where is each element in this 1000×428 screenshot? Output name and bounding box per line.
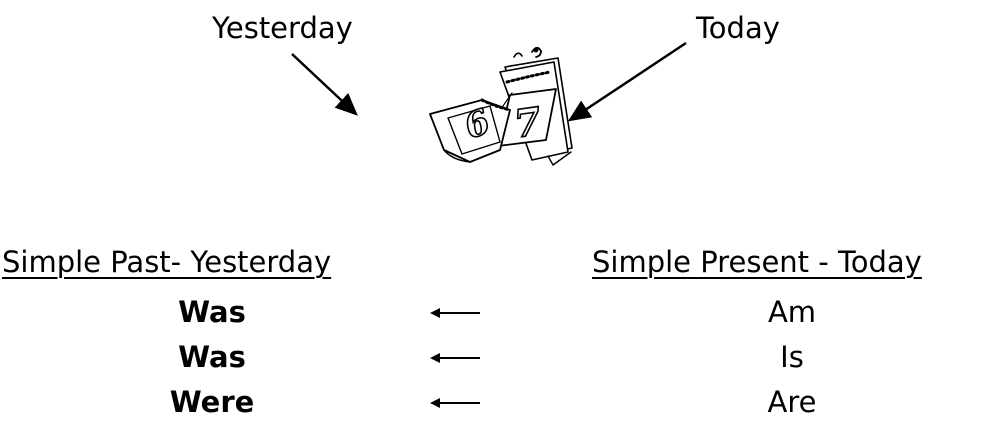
left-arrow-icon	[430, 353, 480, 363]
today-label: Today	[696, 11, 780, 45]
left-arrow-icon	[430, 398, 480, 408]
past-verb-was-2: Was	[178, 340, 246, 374]
yesterday-label: Yesterday	[212, 11, 353, 45]
calendar-page-number-seven: 7	[511, 98, 543, 146]
simple-present-header: Simple Present - Today	[592, 245, 922, 279]
past-verb-were: Were	[169, 385, 255, 419]
left-arrow-icon	[430, 308, 480, 318]
simple-past-header: Simple Past- Yesterday	[2, 245, 332, 279]
past-verb-was-1: Was	[178, 295, 246, 329]
yesterday-pointer-arrow	[291, 53, 358, 116]
present-verb-are: Are	[767, 385, 817, 419]
today-pointer-arrow	[567, 41, 687, 122]
present-verb-am: Am	[767, 295, 817, 329]
calendar-icon	[429, 46, 573, 166]
present-verb-is: Is	[780, 340, 804, 374]
